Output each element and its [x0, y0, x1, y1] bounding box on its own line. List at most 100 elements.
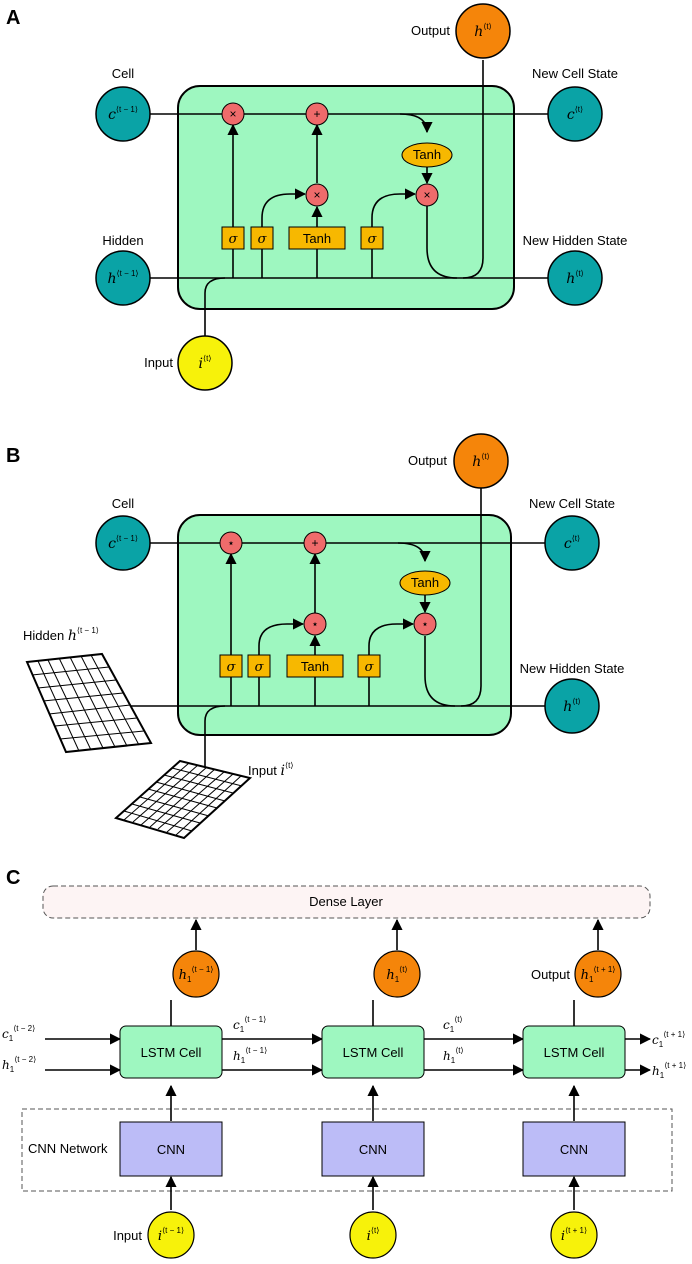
cnn-block-2 [321, 1121, 425, 1177]
input-node-2 [349, 1211, 397, 1259]
output-node-1 [172, 950, 220, 998]
timestep-column-3: LSTM Cell CNN h1⟨t + 1⟩ Output i⟨t + 1⟩ [522, 918, 626, 1259]
new-cell-label: New Cell State [532, 66, 618, 81]
output-node [453, 433, 509, 489]
svg-text:Input i⟨t⟩: Input i⟨t⟩ [248, 761, 294, 779]
svg-text:c⟨t − 1⟩: c⟨t − 1⟩ [108, 105, 138, 123]
svg-text:×: × [229, 107, 236, 121]
input-gate-sigma [250, 226, 274, 250]
svg-text:Tanh: Tanh [411, 575, 439, 590]
svg-text:Tanh: Tanh [303, 231, 331, 246]
svg-text:+: + [311, 536, 318, 550]
forget-multiply-op [221, 102, 245, 126]
output-node [455, 3, 511, 59]
cnn-block-1 [119, 1121, 223, 1177]
cell-label: Cell [112, 66, 135, 81]
cell-new-node [547, 86, 603, 142]
svg-text:×: × [313, 188, 320, 202]
panel-c-letter: C [6, 867, 20, 889]
svg-text:CNN: CNN [560, 1142, 588, 1157]
svg-text:h1⟨t − 1⟩: h1⟨t − 1⟩ [179, 965, 214, 984]
add-op [303, 531, 327, 555]
input-label: Input [144, 355, 173, 370]
cell-prev-node [95, 515, 151, 571]
input-node-1 [147, 1211, 195, 1259]
svg-text:σ: σ [229, 232, 239, 247]
input-conv-op [303, 612, 327, 636]
input-line [204, 705, 226, 790]
new-hidden-label: New Hidden State [523, 233, 628, 248]
svg-text:i⟨t⟩: i⟨t⟩ [199, 354, 212, 372]
svg-text:×: × [423, 188, 430, 202]
dense-layer [42, 885, 651, 919]
cnn-block-3 [522, 1121, 626, 1177]
svg-text:Dense Layer: Dense Layer [309, 894, 383, 909]
input-node-3 [550, 1211, 598, 1259]
hidden-label: Hidden [102, 233, 143, 248]
output-node-3 [574, 950, 622, 998]
svg-text:Tanh: Tanh [301, 659, 329, 674]
svg-text:h1⟨t − 2⟩: h1⟨t − 2⟩ [2, 1055, 36, 1074]
forget-gate-sigma [219, 654, 243, 678]
svg-text:LSTM Cell: LSTM Cell [544, 1045, 605, 1060]
svg-text:Hidden h⟨t − 1⟩: Hidden h⟨t − 1⟩ [23, 626, 99, 644]
svg-text:σ: σ [255, 660, 265, 675]
panel-c: C Dense Layer CNN Network c1⟨t − 2⟩ h1⟨t… [2, 867, 686, 1259]
svg-text:i⟨t⟩: i⟨t⟩ [367, 1226, 380, 1244]
svg-text:σ: σ [365, 660, 375, 675]
svg-text:Tanh: Tanh [413, 147, 441, 162]
svg-text:h⟨t⟩: h⟨t⟩ [474, 22, 492, 40]
svg-text:h⟨t⟩: h⟨t⟩ [566, 269, 584, 287]
svg-text:h⟨t⟩: h⟨t⟩ [472, 452, 490, 470]
hidden-new-node [544, 678, 600, 734]
svg-text:h⟨t − 1⟩: h⟨t − 1⟩ [107, 269, 138, 287]
input-multiply-op [305, 183, 329, 207]
hidden-state-grid [25, 652, 153, 754]
svg-text:c1⟨t − 2⟩: c1⟨t − 2⟩ [2, 1024, 35, 1043]
panel-b: B σ σ Tanh σ Tanh ⋆ + ⋆ ⋆ c⟨t − 1 [6, 433, 624, 840]
new-cell-label: New Cell State [529, 496, 615, 511]
output-gate-sigma [360, 226, 384, 250]
svg-text:LSTM Cell: LSTM Cell [343, 1045, 404, 1060]
timestep-column-2: LSTM Cell CNN h1⟨t⟩ i⟨t⟩ [321, 918, 425, 1259]
cell-tanh [399, 570, 451, 596]
svg-text:⋆: ⋆ [227, 536, 235, 550]
lstm-cell-3 [522, 1025, 626, 1079]
output-multiply-op [415, 183, 439, 207]
candidate-tanh [286, 654, 344, 678]
input-line [204, 277, 226, 336]
svg-text:h1⟨t + 1⟩: h1⟨t + 1⟩ [581, 965, 616, 984]
svg-text:c1⟨t + 1⟩: c1⟨t + 1⟩ [652, 1030, 685, 1049]
svg-text:c1⟨t − 1⟩: c1⟨t − 1⟩ [233, 1015, 266, 1034]
lstm-cell-1 [119, 1025, 223, 1079]
output-conv-op [413, 612, 437, 636]
convlstm-cell-box [177, 514, 512, 736]
panel-a: A σ σ Tanh σ Tanh × + [6, 3, 628, 391]
cell-label: Cell [112, 496, 135, 511]
svg-text:CNN Network: CNN Network [28, 1141, 108, 1156]
input-label: Input [113, 1228, 142, 1243]
svg-text:c1⟨t⟩: c1⟨t⟩ [443, 1015, 463, 1034]
svg-text:σ: σ [368, 232, 378, 247]
svg-text:c⟨t⟩: c⟨t⟩ [567, 105, 583, 123]
output-label: Output [531, 967, 570, 982]
svg-text:CNN: CNN [157, 1142, 185, 1157]
svg-text:⋆: ⋆ [311, 617, 319, 631]
output-node-2 [373, 950, 421, 998]
svg-text:h⟨t⟩: h⟨t⟩ [563, 697, 581, 715]
cell-new-node [544, 515, 600, 571]
output-label: Output [408, 453, 447, 468]
svg-text:h1⟨t⟩: h1⟨t⟩ [443, 1046, 464, 1065]
svg-text:⋆: ⋆ [421, 617, 429, 631]
svg-text:LSTM Cell: LSTM Cell [141, 1045, 202, 1060]
svg-text:h1⟨t − 1⟩: h1⟨t − 1⟩ [233, 1046, 267, 1065]
input-gate-sigma [247, 654, 271, 678]
svg-text:i⟨t + 1⟩: i⟨t + 1⟩ [561, 1226, 587, 1244]
forget-conv-op [219, 531, 243, 555]
input-grid [113, 759, 253, 840]
cell-prev-node [95, 86, 151, 142]
add-op [305, 102, 329, 126]
svg-text:c⟨t − 1⟩: c⟨t − 1⟩ [108, 534, 138, 552]
svg-text:h1⟨t + 1⟩: h1⟨t + 1⟩ [652, 1061, 686, 1080]
